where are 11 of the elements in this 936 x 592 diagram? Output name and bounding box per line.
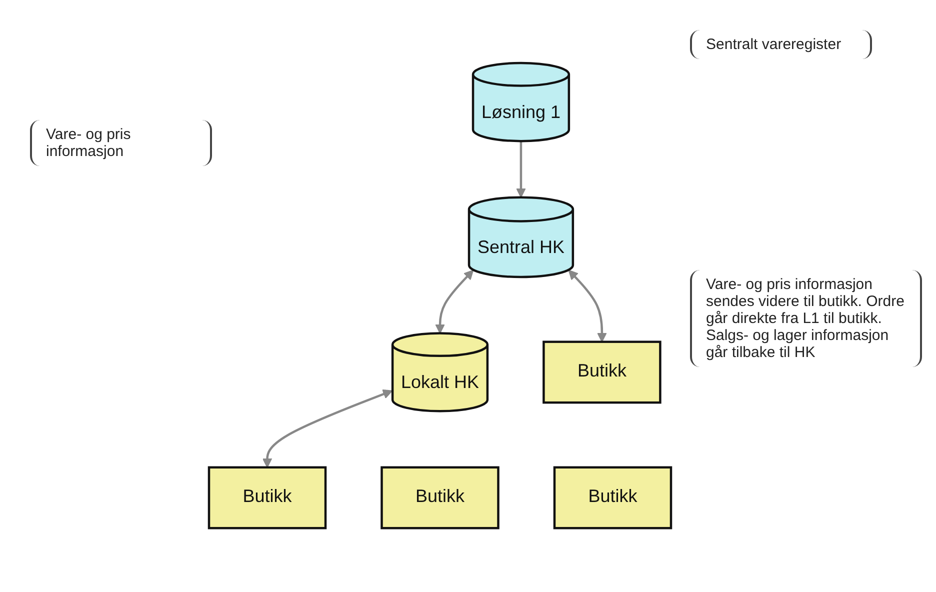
arrow <box>568 270 607 343</box>
note-text: Vare- og pris informasjon sendes videre til butikk. Ordre går direkte fra L1 til butikk. Salgs- og lager informasjon går tilbake til HK <box>690 270 922 367</box>
arrow <box>262 390 393 468</box>
node-box: Butikk <box>542 341 662 404</box>
arrow <box>435 270 474 334</box>
node-box: Butikk <box>380 466 500 530</box>
node-box: Butikk <box>553 466 672 530</box>
arrow <box>516 142 526 198</box>
node-box: Butikk <box>208 466 327 530</box>
note-text: Sentralt vareregister <box>690 30 872 59</box>
note-text: Vare- og pris informasjon <box>30 120 212 166</box>
